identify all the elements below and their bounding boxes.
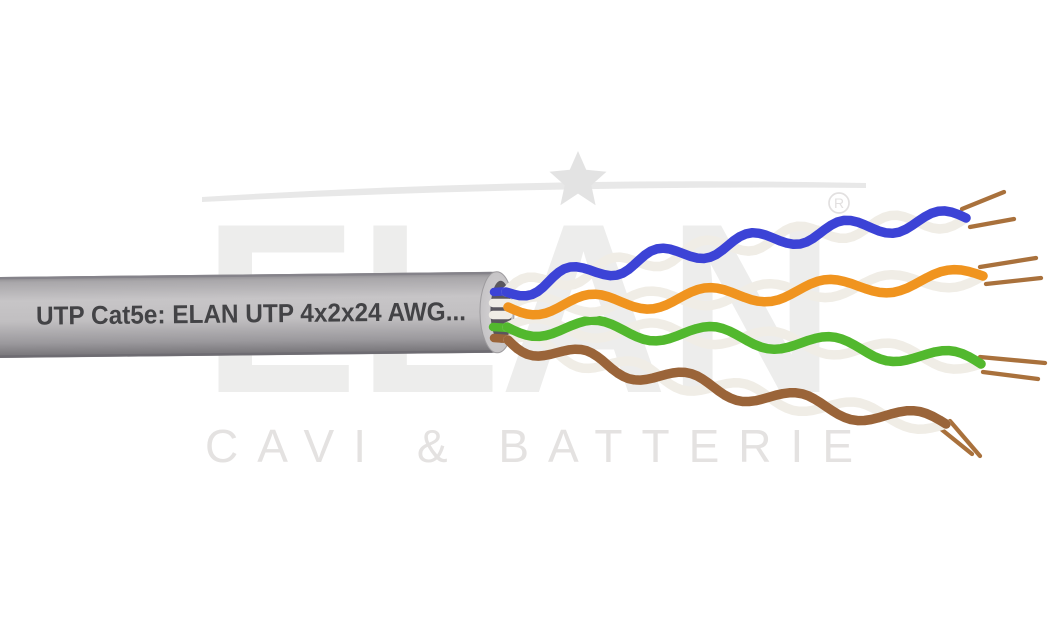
copper-tip [977,255,1039,270]
swoosh-shape [202,181,866,202]
colored-strand [501,206,971,301]
copper-tip [977,354,1048,366]
jacket-top-edge [0,271,492,280]
colored-strand [503,264,988,320]
copper-tip [938,426,975,457]
colored-strand [503,335,951,429]
brand-tagline: CAVI & BATTERIE [205,420,853,472]
copper-tip [967,216,1017,230]
star-icon [549,151,607,206]
twisted-pair-blue-white [501,189,1017,301]
jacket-print-text: UTP Cat5e: ELAN UTP 4x2x24 AWG... [36,296,466,331]
copper-tip [947,418,983,459]
jacket-bottom-edge [0,350,493,359]
cable-jacket: UTP Cat5e: ELAN UTP 4x2x24 AWG... [0,271,515,359]
twisted-pair-brown-white [503,332,983,459]
copper-tip [980,369,1041,382]
twisted-pair-green-white [502,313,1048,382]
registered-trademark-icon: R [828,192,850,214]
twisted-pairs [501,189,1048,459]
copper-tip [959,189,1007,212]
twisted-pair-orange-white [503,255,1044,320]
svg-text:R: R [834,195,844,211]
copper-tip [983,275,1044,287]
colored-strand [502,315,986,369]
